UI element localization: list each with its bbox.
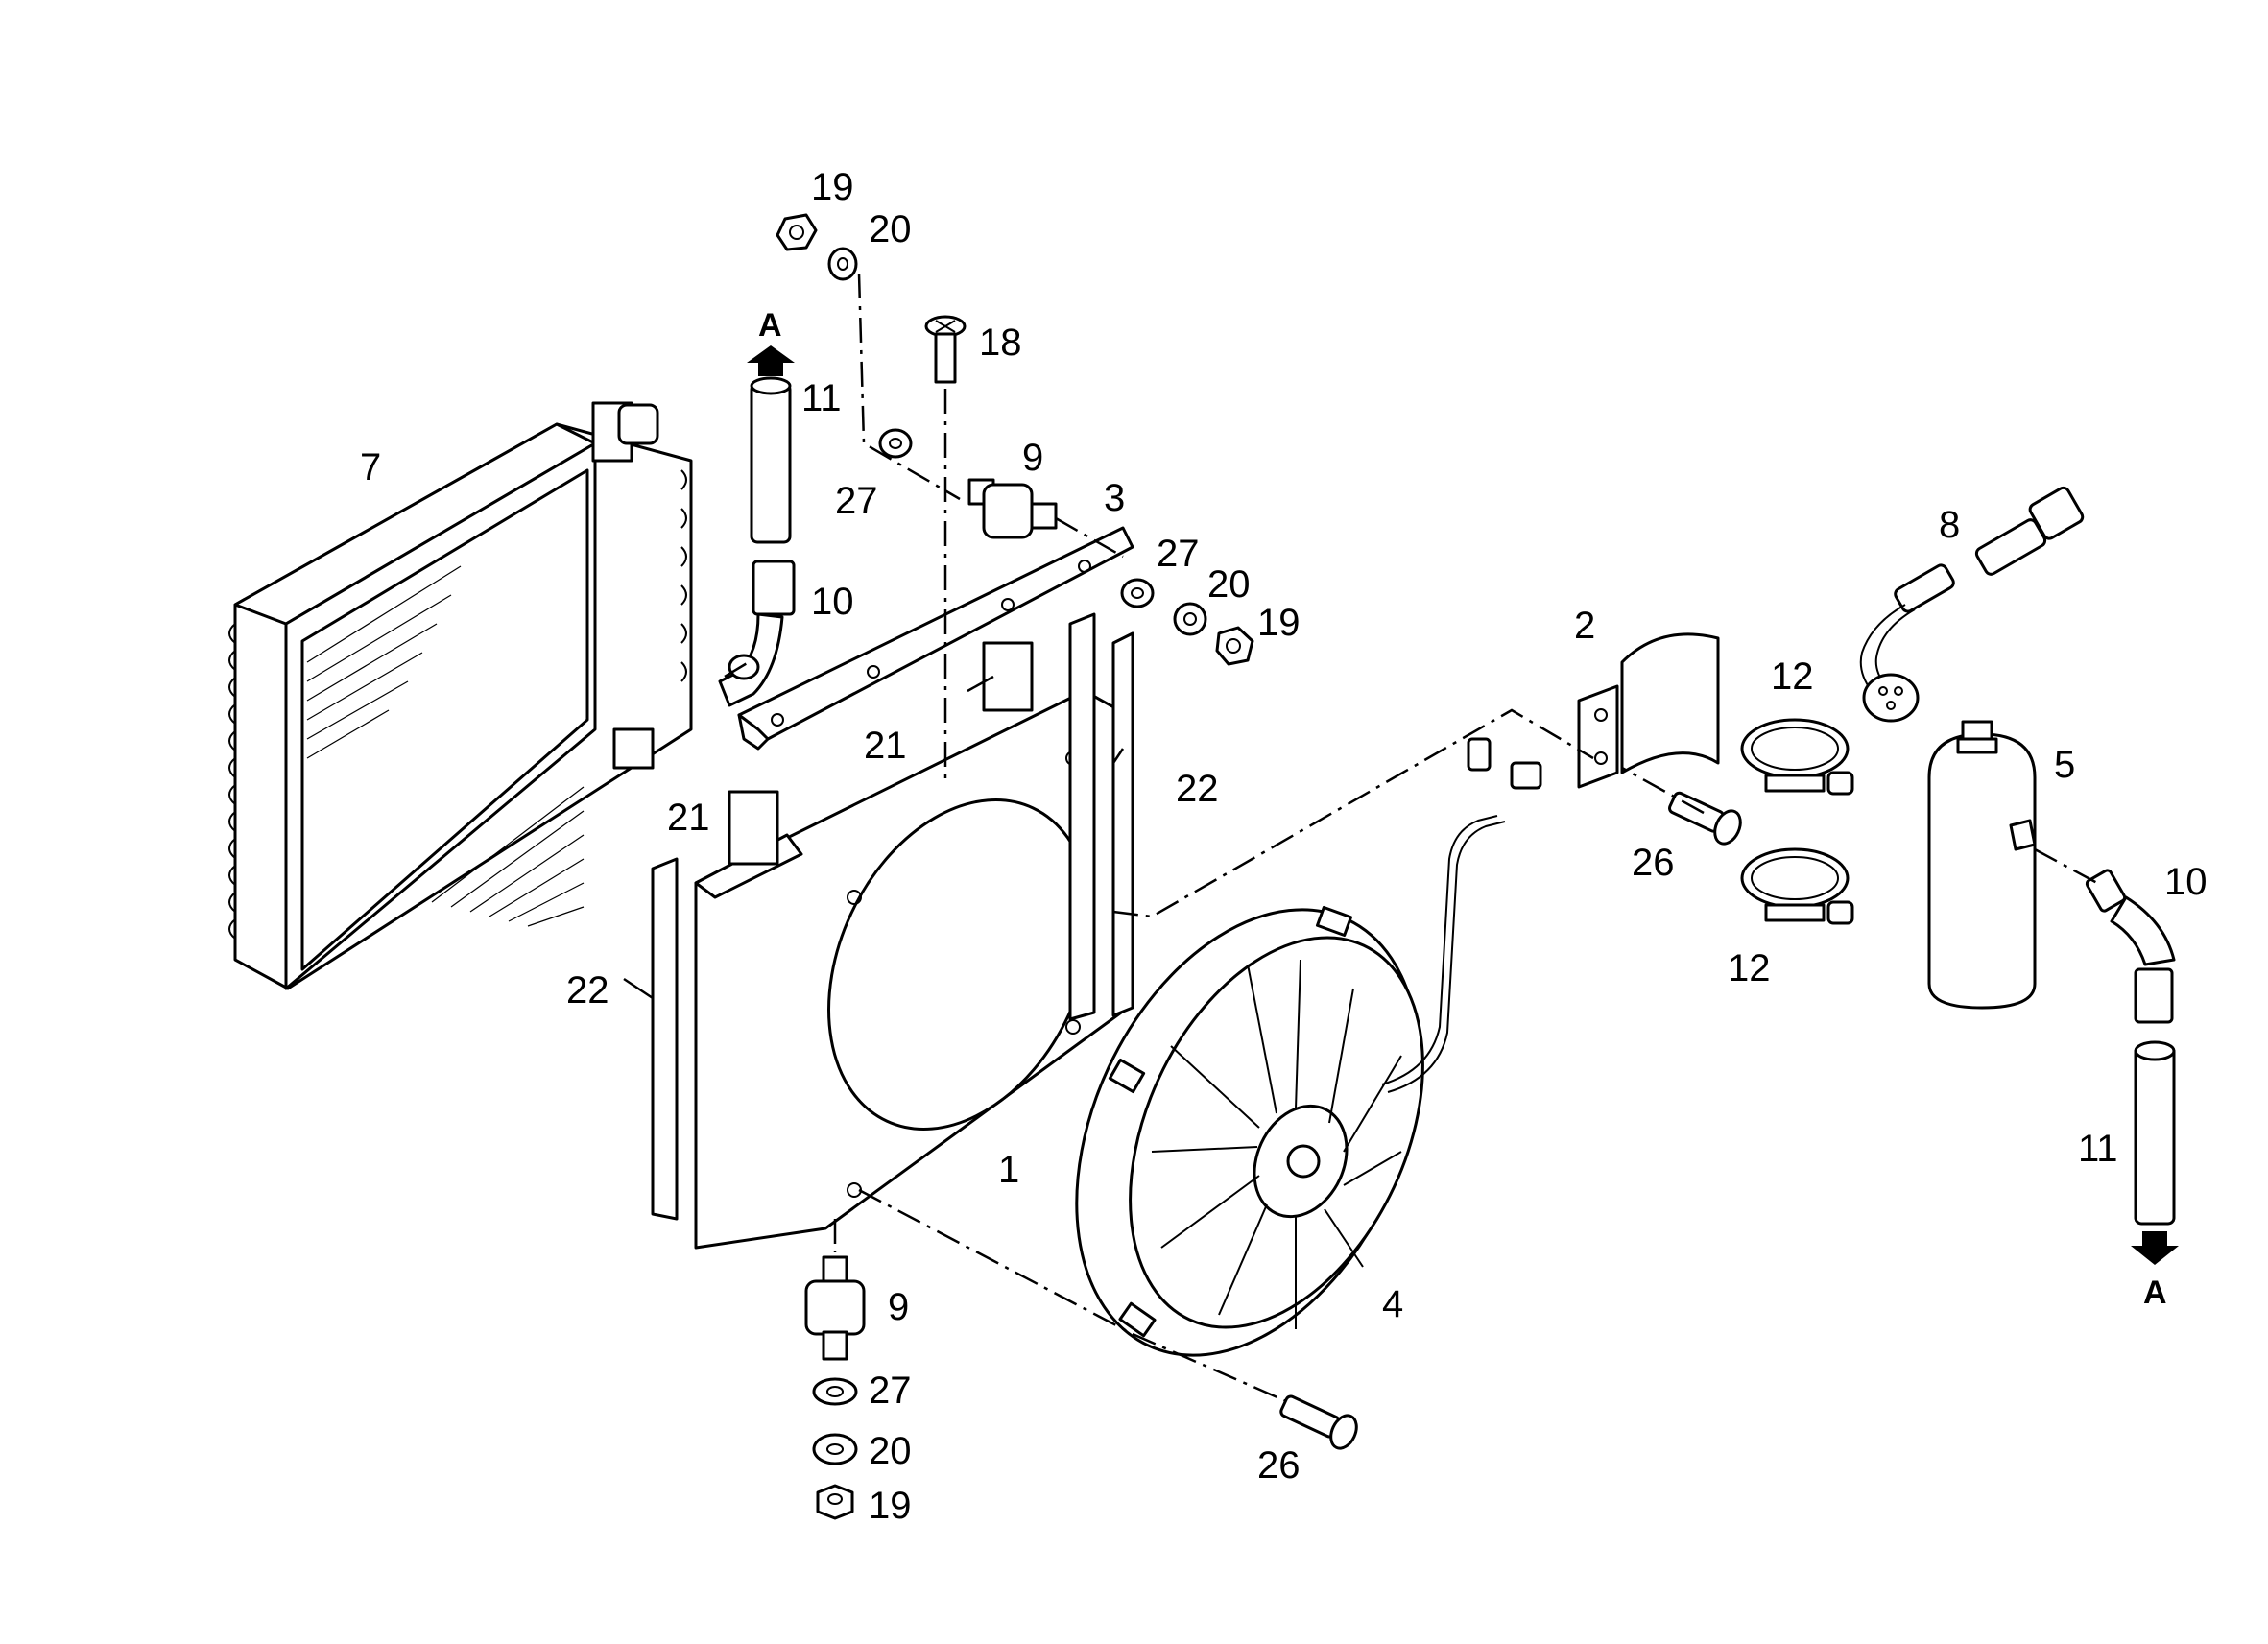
elbow-fitting-upper: [718, 560, 796, 707]
hose-clamp-lower: [1740, 847, 1854, 925]
arrow-up-icon: [747, 345, 795, 376]
callout-27: 27: [1157, 533, 1200, 575]
arrow-down-icon: [2131, 1231, 2179, 1265]
elbow-fitting-lower: [2085, 869, 2176, 1024]
washer-27-top: [878, 428, 913, 459]
callout-27: 27: [835, 480, 878, 522]
callout-labels: 19 20 A 18 11 7 9 27 3 27 20 19 10 2 12 …: [360, 166, 2208, 1527]
mounting-bracket: [737, 526, 1134, 751]
rubber-mount-9-bottom: [804, 1255, 866, 1361]
callout-3: 3: [1104, 477, 1125, 519]
callout-10: 10: [2164, 861, 2208, 903]
rubber-mount-9-top: [967, 478, 1058, 539]
bolt-26-lower: [1279, 1394, 1358, 1450]
screw-18: [924, 315, 967, 384]
washer-20-right: [1173, 602, 1207, 636]
callout-20: 20: [869, 208, 912, 250]
callout-18: 18: [979, 322, 1022, 364]
callout-4: 4: [1382, 1283, 1403, 1325]
callout-27: 27: [869, 1370, 912, 1412]
pressure-switch: [1859, 486, 2085, 723]
callout-10: 10: [811, 581, 854, 623]
washer-20-top: [827, 247, 858, 281]
drier-bracket: [1577, 632, 1720, 789]
washer-20-bottom: [812, 1433, 858, 1465]
callout-21: 21: [864, 725, 907, 767]
callout-11: 11: [801, 377, 842, 419]
condenser-core: [228, 401, 693, 990]
hose-upper: [747, 345, 795, 544]
callout-9: 9: [888, 1286, 909, 1328]
callout-22: 22: [566, 969, 609, 1012]
washer-27-bottom: [812, 1377, 858, 1406]
hose-lower: [2131, 1040, 2179, 1265]
bolt-26-upper: [1668, 791, 1742, 846]
callout-12: 12: [1771, 655, 1814, 698]
electric-fan: [1075, 737, 1542, 1357]
callout-5: 5: [2054, 744, 2075, 786]
seal-strip-left: [651, 857, 679, 1221]
nut-19-top: [776, 213, 818, 251]
callout-leaders: [623, 675, 1125, 1000]
callout-19: 19: [811, 166, 854, 208]
nut-19-right: [1215, 626, 1254, 666]
callout-22: 22: [1176, 768, 1219, 810]
assembly-center-lines: [724, 273, 2098, 1403]
callout-20: 20: [869, 1430, 912, 1472]
callout-A: A: [2143, 1275, 2167, 1311]
callout-1: 1: [998, 1149, 1019, 1191]
callout-20: 20: [1207, 563, 1251, 606]
callout-11: 11: [2078, 1128, 2118, 1170]
callout-A: A: [758, 307, 782, 344]
callout-12: 12: [1728, 947, 1771, 989]
receiver-drier: [1927, 720, 2037, 1010]
nut-19-bottom: [816, 1484, 854, 1520]
callout-26: 26: [1257, 1444, 1301, 1487]
callout-7: 7: [360, 446, 381, 488]
callout-2: 2: [1574, 605, 1595, 647]
callout-21: 21: [667, 797, 710, 839]
callout-19: 19: [869, 1485, 912, 1527]
callout-9: 9: [1022, 437, 1043, 479]
seal-strip-right: [1068, 612, 1134, 1021]
callout-26: 26: [1632, 842, 1675, 884]
hose-clamp-upper: [1740, 718, 1854, 796]
callout-19: 19: [1257, 602, 1301, 644]
callout-8: 8: [1939, 504, 1960, 546]
washer-27-right: [1120, 578, 1155, 608]
